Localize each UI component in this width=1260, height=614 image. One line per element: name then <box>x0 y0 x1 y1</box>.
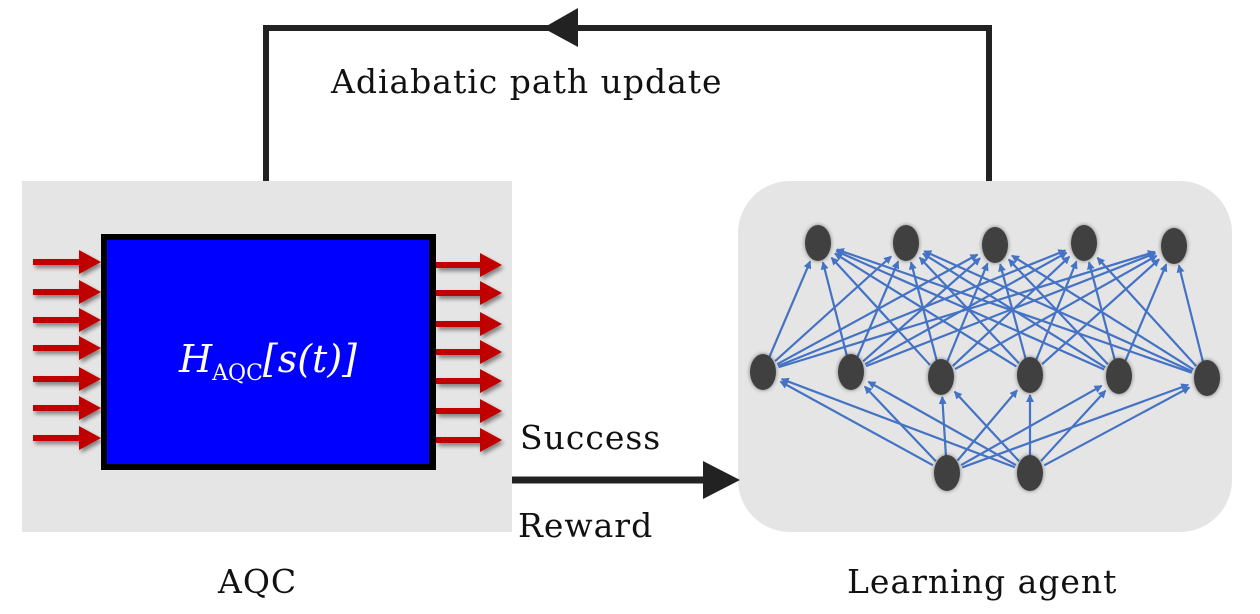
input-arrow-icon <box>33 426 101 450</box>
nn-edge-hidden-output <box>952 255 1071 367</box>
nn-edge-hidden-output <box>862 257 981 363</box>
nn-edge-hidden-output <box>1011 254 1194 371</box>
hamiltonian-argument: [s(t)] <box>263 337 357 381</box>
hamiltonian-label: HAQC[s(t)] <box>178 337 357 386</box>
input-arrow-icon <box>33 308 101 332</box>
nn-hidden-node <box>1106 358 1132 394</box>
nn-hidden-node <box>1017 357 1043 393</box>
learning-agent-caption: Learning agent <box>847 562 1118 601</box>
nn-edge-hidden-output <box>830 256 931 366</box>
io-arrows <box>33 250 502 452</box>
nn-output-node <box>982 227 1008 263</box>
hamiltonian-subscript: AQC <box>211 361 263 386</box>
feedback-line <box>263 25 992 181</box>
hamiltonian-symbol: H <box>178 337 213 381</box>
nn-edge-hidden-output <box>1096 257 1197 367</box>
input-arrow-icon <box>33 396 101 420</box>
input-arrow-icon <box>33 367 101 391</box>
output-arrow-icon <box>436 312 502 336</box>
output-arrow-icon <box>436 399 502 423</box>
input-arrow-icon <box>33 250 101 274</box>
reward-arrow <box>512 461 740 499</box>
nn-output-node <box>1161 228 1187 264</box>
nn-edge-hidden-output <box>768 260 812 358</box>
nn-edge-hidden-output <box>908 261 938 362</box>
nn-edge-input-hidden <box>953 390 1020 462</box>
output-arrow-icon <box>436 253 502 277</box>
nn-edge-input-hidden <box>867 380 1017 466</box>
output-arrow-icon <box>436 281 502 305</box>
nn-edge-hidden-output <box>946 262 989 363</box>
nn-hidden-node <box>750 354 776 390</box>
nn-edge-hidden-output <box>1176 264 1205 363</box>
reward-arrowhead-icon <box>703 461 740 499</box>
nn-edge-hidden-output <box>835 248 1193 374</box>
nn-output-node <box>1071 225 1097 261</box>
nn-output-node <box>893 225 919 261</box>
feedback-arrowhead-icon <box>543 8 578 47</box>
nn-edge-input-hidden <box>780 377 1016 469</box>
nn-edge-input-hidden <box>960 384 1103 467</box>
success-label: Success <box>520 418 662 457</box>
nn-edge-hidden-output <box>834 252 1017 368</box>
nn-input-node <box>934 455 960 491</box>
nn-edge-hidden-output <box>774 255 892 362</box>
input-arrow-icon <box>33 336 101 360</box>
output-arrow-icon <box>436 340 502 364</box>
adiabatic-path-update-label: Adiabatic path update <box>331 62 723 101</box>
nn-edge-hidden-output <box>923 250 1193 373</box>
reward-label: Reward <box>518 506 654 545</box>
feedback-loop <box>263 8 992 181</box>
nn-edge-input-hidden <box>779 380 934 467</box>
nn-input-node <box>1017 455 1043 491</box>
nn-edge-hidden-output <box>820 261 849 357</box>
input-arrow-icon <box>33 280 101 304</box>
nn-edge-input-hidden <box>961 383 1190 469</box>
nn-edges <box>768 248 1205 469</box>
nn-output-node <box>805 225 831 261</box>
nn-hidden-node <box>928 359 954 395</box>
nn-nodes <box>750 225 1220 491</box>
aqc-caption: AQC <box>218 562 298 601</box>
nn-hidden-node <box>838 354 864 390</box>
nn-edge-input-hidden <box>1040 389 1107 462</box>
output-arrow-icon <box>436 369 502 393</box>
output-arrow-icon <box>436 428 502 452</box>
nn-hidden-node <box>1194 360 1220 396</box>
nn-edge-input-hidden <box>1043 386 1191 467</box>
nn-edge-input-hidden <box>938 395 948 457</box>
nn-edge-hidden-output <box>835 250 1105 371</box>
hamiltonian-box <box>101 234 436 470</box>
